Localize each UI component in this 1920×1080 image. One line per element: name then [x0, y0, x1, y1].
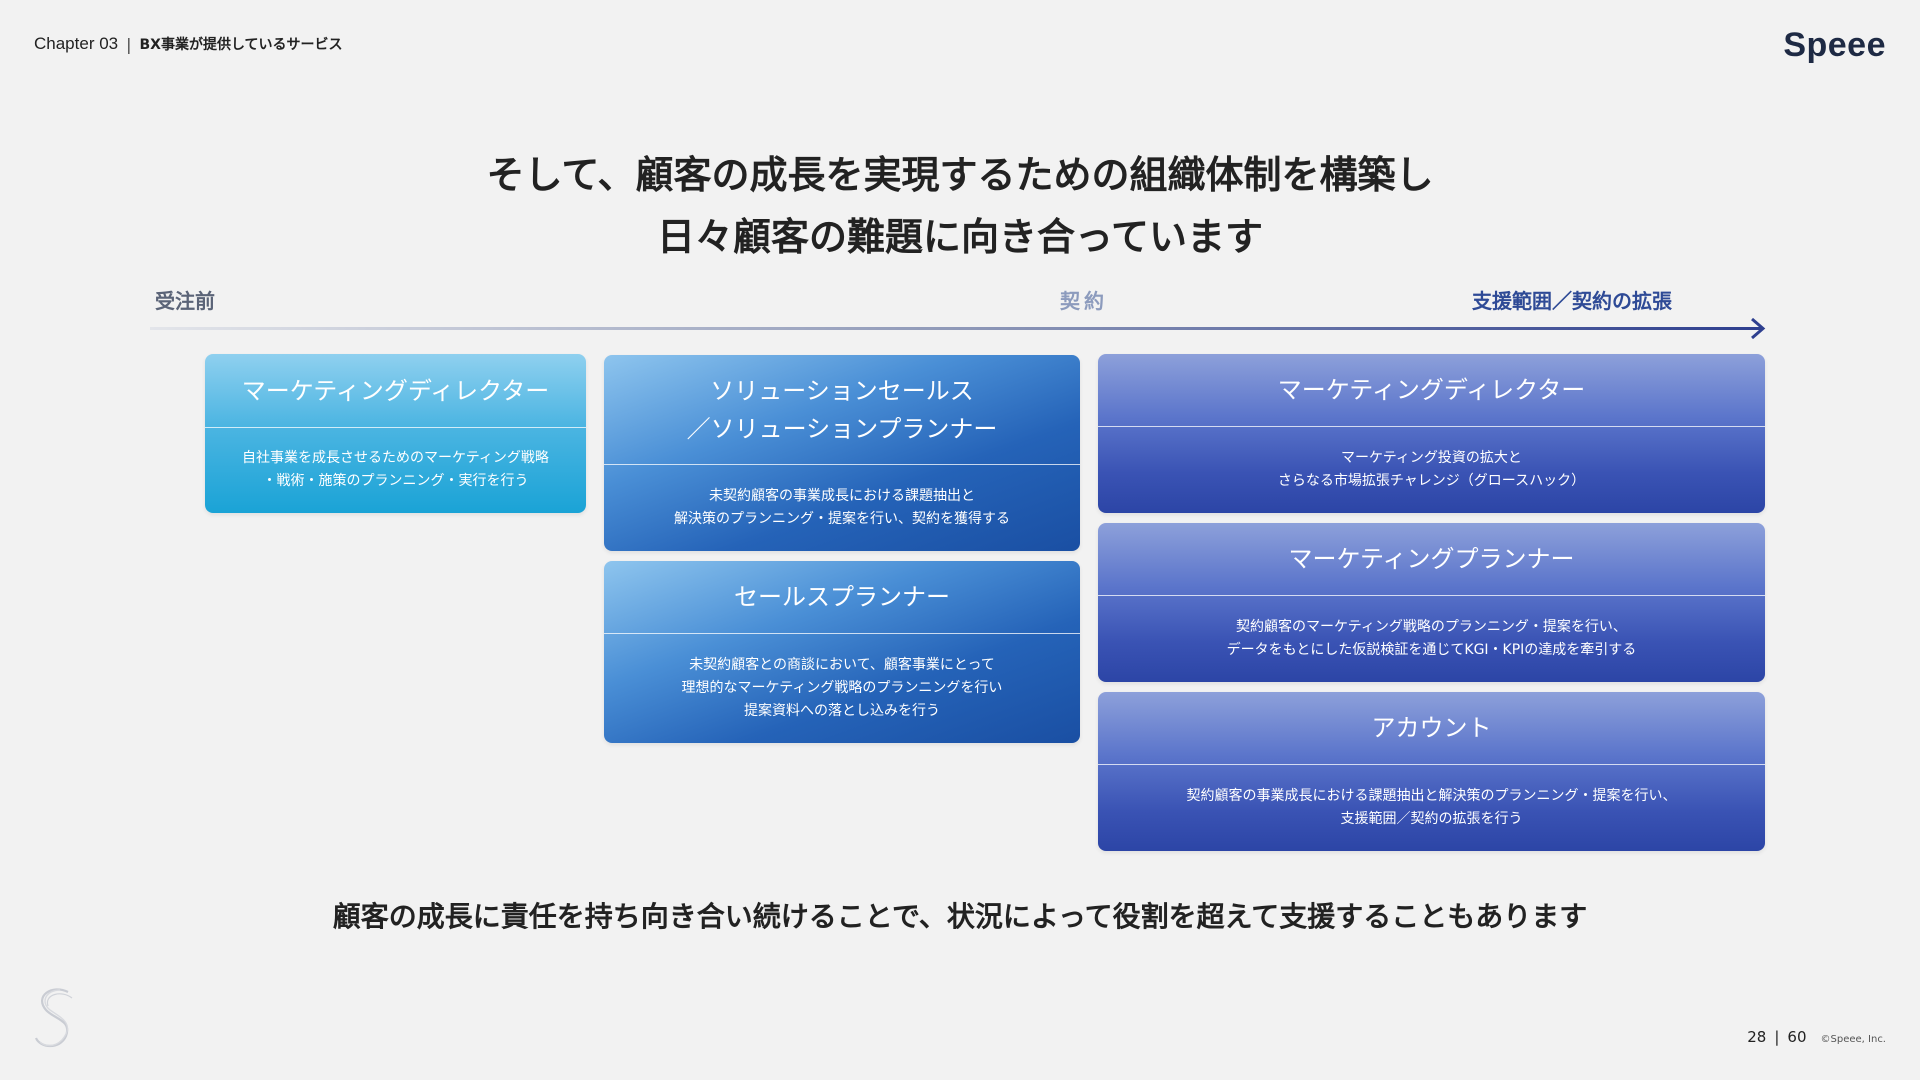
- role-card-title-line: ／ソリューションプランナー: [686, 414, 998, 443]
- speee-s-logo-icon: [34, 988, 73, 1048]
- role-card-desc-line: 提案資料への落とし込みを行う: [743, 703, 940, 719]
- role-card-title: マーケティングディレクター: [205, 354, 586, 428]
- page-title-line-1: そして、顧客の成長を実現するための組織体制を構築し: [486, 153, 1434, 197]
- role-card-marketing-director-post: マーケティングディレクター マーケティング投資の拡大と さらなる市場拡張チャレン…: [1098, 354, 1765, 513]
- page-separator: |: [1774, 1028, 1780, 1046]
- role-card-desc-line: 契約顧客の事業成長における課題抽出と解決策のプランニング・提案を行い、: [1186, 788, 1677, 804]
- role-card-desc-line: 未契約顧客の事業成長における課題抽出と: [709, 488, 975, 504]
- copyright: ©Speee, Inc.: [1820, 1034, 1886, 1045]
- role-card-desc: 契約顧客のマーケティング戦略のプランニング・提案を行い、 データをもとにした仮説…: [1098, 596, 1765, 682]
- role-card-sales-planner: セールスプランナー 未契約顧客との商談において、顧客事業にとって 理想的なマーケ…: [604, 561, 1080, 743]
- page-title-line-2: 日々顧客の難題に向き合っています: [656, 215, 1264, 259]
- role-card-desc-line: 未契約顧客との商談において、顧客事業にとって: [689, 657, 995, 673]
- role-card-marketing-director-pre: マーケティングディレクター 自社事業を成長させるためのマーケティング戦略 ・戦術…: [205, 354, 586, 513]
- role-card-desc-line: さらなる市場拡張チャレンジ（グロースハック）: [1277, 473, 1586, 489]
- footer-message: 顧客の成長に責任を持ち向き合い続けることで、状況によって役割を超えて支援すること…: [332, 900, 1588, 933]
- stage-contract: 契約: [1060, 289, 1108, 313]
- page-total: 60: [1787, 1028, 1807, 1046]
- page-indicator: 28 | 60 ©Speee, Inc.: [1747, 1028, 1886, 1046]
- role-card-desc-line: マーケティング投資の拡大と: [1341, 450, 1522, 466]
- chapter-header: Chapter 03 | BX事業が提供しているサービス: [34, 34, 343, 54]
- role-card-desc-line: 理想的なマーケティング戦略のプランニングを行い: [681, 680, 1003, 696]
- chapter-separator: |: [126, 34, 132, 54]
- role-card-desc: 未契約顧客との商談において、顧客事業にとって 理想的なマーケティング戦略のプラン…: [604, 634, 1080, 743]
- chapter-label: Chapter 03: [34, 34, 119, 53]
- role-card-desc-line: 自社事業を成長させるためのマーケティング戦略: [242, 450, 549, 466]
- brand-logo: Speee: [1783, 26, 1886, 64]
- role-card-desc: 契約顧客の事業成長における課題抽出と解決策のプランニング・提案を行い、 支援範囲…: [1098, 765, 1765, 851]
- page-title: そして、顧客の成長を実現するための組織体制を構築し 日々顧客の難題に向き合ってい…: [0, 144, 1920, 268]
- timeline-arrow: [150, 317, 1770, 340]
- role-card-solution-sales: ソリューションセールス ／ソリューションプランナー 未契約顧客の事業成長における…: [604, 355, 1080, 551]
- role-card-title: セールスプランナー: [604, 561, 1080, 634]
- section-title: BX事業が提供しているサービス: [139, 37, 343, 53]
- role-card-account: アカウント 契約顧客の事業成長における課題抽出と解決策のプランニング・提案を行い…: [1098, 692, 1765, 851]
- page-current: 28: [1747, 1028, 1767, 1046]
- role-card-desc: 自社事業を成長させるためのマーケティング戦略 ・戦術・施策のプランニング・実行を…: [205, 428, 586, 512]
- role-card-desc-line: 解決策のプランニング・提案を行い、契約を獲得する: [674, 511, 1010, 527]
- role-card-title: ソリューションセールス ／ソリューションプランナー: [604, 355, 1080, 465]
- role-card-marketing-planner: マーケティングプランナー 契約顧客のマーケティング戦略のプランニング・提案を行い…: [1098, 523, 1765, 682]
- stage-expansion: 支援範囲／契約の拡張: [1472, 289, 1672, 313]
- role-card-desc: 未契約顧客の事業成長における課題抽出と 解決策のプランニング・提案を行い、契約を…: [604, 465, 1080, 551]
- role-card-title-line: ソリューションセールス: [710, 376, 974, 405]
- timeline-arrow-icon: [150, 317, 1766, 340]
- role-card-desc-line: 契約顧客のマーケティング戦略のプランニング・提案を行い、: [1236, 619, 1627, 635]
- role-card-desc-line: 支援範囲／契約の拡張を行う: [1340, 811, 1523, 827]
- role-card-title: アカウント: [1098, 692, 1765, 765]
- role-card-desc: マーケティング投資の拡大と さらなる市場拡張チャレンジ（グロースハック）: [1098, 427, 1765, 513]
- role-card-title: マーケティングプランナー: [1098, 523, 1765, 596]
- role-card-desc-line: ・戦術・施策のプランニング・実行を行う: [262, 473, 529, 489]
- role-card-title: マーケティングディレクター: [1098, 354, 1765, 427]
- role-card-desc-line: データをもとにした仮説検証を通じてKGI・KPIの達成を牽引する: [1226, 642, 1637, 658]
- stage-pre-order: 受注前: [155, 289, 215, 313]
